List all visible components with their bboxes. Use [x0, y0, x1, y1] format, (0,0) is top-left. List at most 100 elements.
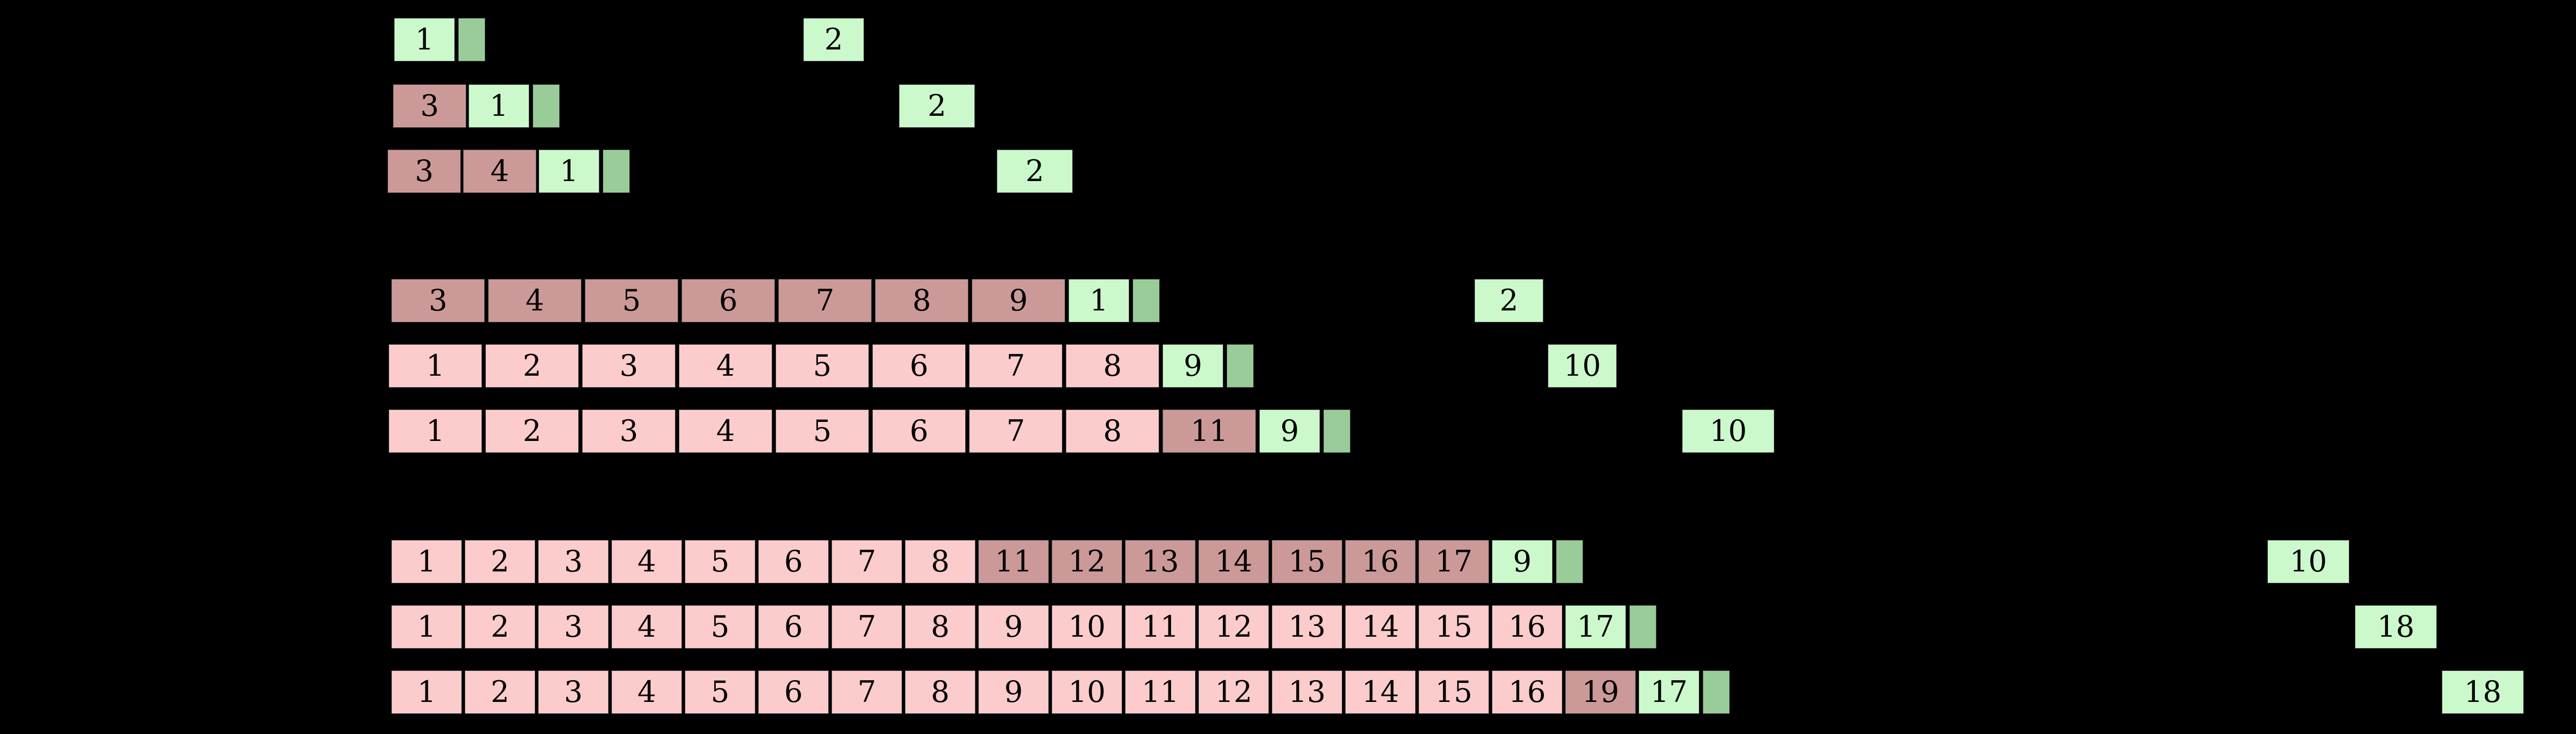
- sorted-cell[interactable]: 3: [538, 670, 609, 714]
- shifted-cell[interactable]: 11: [978, 540, 1049, 583]
- sorted-cell[interactable]: 15: [1418, 605, 1489, 649]
- sorted-cell[interactable]: 7: [969, 344, 1062, 388]
- sorted-cell[interactable]: 6: [758, 605, 829, 649]
- shifted-cell[interactable]: 13: [1125, 540, 1196, 583]
- pending-cell[interactable]: 10: [1682, 409, 1774, 453]
- sorted-cell[interactable]: 3: [538, 540, 609, 583]
- insert-marker[interactable]: [458, 18, 485, 61]
- sorted-cell[interactable]: 11: [1125, 670, 1196, 714]
- key-cell[interactable]: 9: [1259, 409, 1320, 453]
- insert-marker[interactable]: [533, 84, 560, 128]
- key-cell[interactable]: 9: [1162, 344, 1223, 388]
- sorted-cell[interactable]: 4: [611, 540, 682, 583]
- sorted-cell[interactable]: 12: [1198, 605, 1269, 649]
- sorted-cell[interactable]: 4: [611, 670, 682, 714]
- shifted-cell[interactable]: 4: [488, 279, 582, 322]
- sorted-cell[interactable]: 11: [1125, 605, 1196, 649]
- shifted-cell[interactable]: 17: [1418, 540, 1489, 583]
- pending-cell[interactable]: 2: [899, 84, 975, 128]
- shifted-cell[interactable]: 3: [387, 150, 461, 193]
- sorted-cell[interactable]: 8: [905, 605, 976, 649]
- sorted-cell[interactable]: 16: [1492, 670, 1562, 714]
- sorted-cell[interactable]: 3: [582, 344, 676, 388]
- shifted-cell[interactable]: 7: [778, 279, 872, 322]
- pending-cell[interactable]: 2: [997, 150, 1073, 193]
- key-cell[interactable]: 1: [539, 150, 599, 193]
- sorted-cell[interactable]: 5: [776, 409, 869, 453]
- sorted-cell[interactable]: 2: [485, 344, 579, 388]
- sorted-cell[interactable]: 5: [685, 605, 755, 649]
- sorted-cell[interactable]: 5: [685, 540, 755, 583]
- sorted-cell[interactable]: 7: [969, 409, 1062, 453]
- insert-marker[interactable]: [1703, 670, 1730, 714]
- sorted-cell[interactable]: 7: [831, 670, 902, 714]
- shifted-cell[interactable]: 15: [1272, 540, 1342, 583]
- sorted-cell[interactable]: 5: [685, 670, 755, 714]
- sorted-cell[interactable]: 6: [758, 540, 829, 583]
- sorted-cell[interactable]: 8: [1066, 344, 1159, 388]
- sorted-cell[interactable]: 4: [611, 605, 682, 649]
- key-cell[interactable]: 1: [1068, 279, 1129, 322]
- shifted-cell[interactable]: 8: [875, 279, 968, 322]
- sorted-cell[interactable]: 3: [582, 409, 676, 453]
- sorted-cell[interactable]: 1: [389, 344, 482, 388]
- sorted-cell[interactable]: 12: [1198, 670, 1269, 714]
- sorted-cell[interactable]: 1: [389, 409, 482, 453]
- insert-marker[interactable]: [1133, 279, 1160, 322]
- sorted-cell[interactable]: 10: [1052, 605, 1122, 649]
- sorted-cell[interactable]: 14: [1345, 605, 1416, 649]
- insert-marker[interactable]: [603, 150, 630, 193]
- pending-cell[interactable]: 2: [1474, 279, 1543, 322]
- sorted-cell[interactable]: 1: [391, 605, 462, 649]
- shifted-cell[interactable]: 14: [1198, 540, 1269, 583]
- shifted-cell[interactable]: 16: [1345, 540, 1416, 583]
- insert-marker[interactable]: [1227, 344, 1254, 388]
- key-cell[interactable]: 1: [468, 84, 529, 128]
- shifted-cell[interactable]: 9: [972, 279, 1065, 322]
- pending-cell[interactable]: 10: [1548, 344, 1617, 388]
- shifted-cell[interactable]: 6: [681, 279, 775, 322]
- sorted-cell[interactable]: 7: [831, 605, 902, 649]
- sorted-cell[interactable]: 4: [679, 409, 772, 453]
- sorted-cell[interactable]: 8: [905, 540, 976, 583]
- sorted-cell[interactable]: 13: [1272, 670, 1342, 714]
- sorted-cell[interactable]: 7: [831, 540, 902, 583]
- sorted-cell[interactable]: 13: [1272, 605, 1342, 649]
- shifted-cell[interactable]: 4: [463, 150, 536, 193]
- sorted-cell[interactable]: 9: [978, 670, 1049, 714]
- sorted-cell[interactable]: 2: [465, 540, 535, 583]
- sorted-cell[interactable]: 4: [679, 344, 772, 388]
- sorted-cell[interactable]: 1: [391, 540, 462, 583]
- sorted-cell[interactable]: 5: [776, 344, 869, 388]
- sorted-cell[interactable]: 15: [1418, 670, 1489, 714]
- pending-cell[interactable]: 18: [2355, 605, 2437, 649]
- sorted-cell[interactable]: 6: [872, 344, 966, 388]
- sorted-cell[interactable]: 6: [872, 409, 966, 453]
- shifted-cell[interactable]: 3: [391, 279, 485, 322]
- sorted-cell[interactable]: 8: [905, 670, 976, 714]
- sorted-cell[interactable]: 6: [758, 670, 829, 714]
- sorted-cell[interactable]: 2: [485, 409, 579, 453]
- key-cell[interactable]: 17: [1565, 605, 1626, 649]
- sorted-cell[interactable]: 14: [1345, 670, 1416, 714]
- shifted-cell[interactable]: 5: [585, 279, 678, 322]
- shifted-cell[interactable]: 19: [1565, 670, 1636, 714]
- sorted-cell[interactable]: 1: [391, 670, 462, 714]
- sorted-cell[interactable]: 16: [1492, 605, 1562, 649]
- pending-cell[interactable]: 10: [2267, 540, 2349, 583]
- sorted-cell[interactable]: 8: [1066, 409, 1159, 453]
- shifted-cell[interactable]: 3: [393, 84, 466, 128]
- shifted-cell[interactable]: 12: [1052, 540, 1122, 583]
- pending-cell[interactable]: 2: [803, 18, 864, 61]
- key-cell[interactable]: 17: [1639, 670, 1699, 714]
- insert-marker[interactable]: [1323, 409, 1350, 453]
- key-cell[interactable]: 9: [1492, 540, 1553, 583]
- sorted-cell[interactable]: 3: [538, 605, 609, 649]
- sorted-cell[interactable]: 2: [465, 605, 535, 649]
- shifted-cell[interactable]: 11: [1162, 409, 1256, 453]
- sorted-cell[interactable]: 9: [978, 605, 1049, 649]
- pending-cell[interactable]: 18: [2442, 670, 2524, 714]
- insert-marker[interactable]: [1556, 540, 1583, 583]
- key-cell[interactable]: 1: [394, 18, 455, 61]
- sorted-cell[interactable]: 2: [465, 670, 535, 714]
